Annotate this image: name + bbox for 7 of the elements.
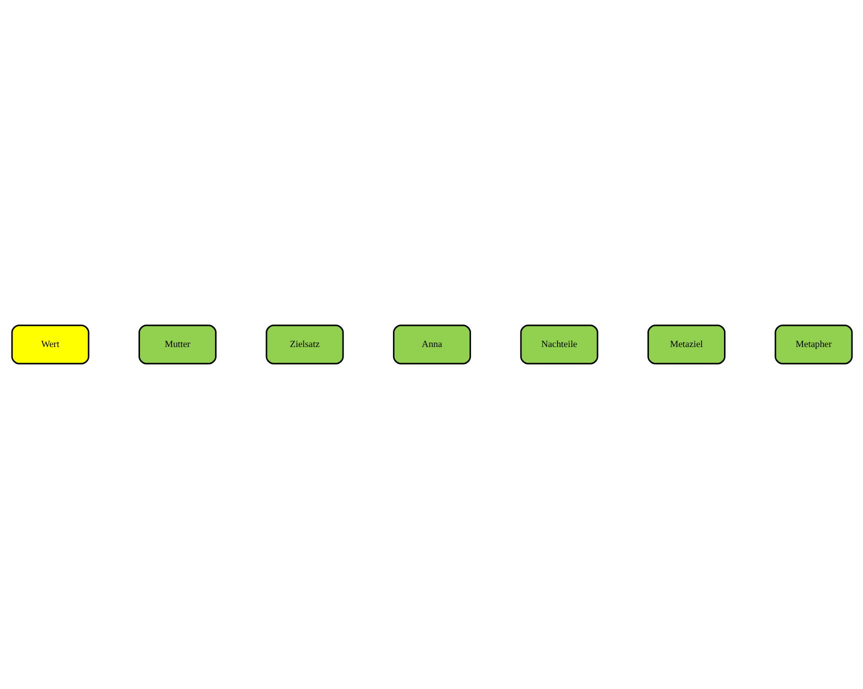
node-box: Metapher [774, 324, 852, 364]
node-box: Anna [392, 324, 471, 364]
node-box: Wert [10, 324, 89, 364]
node-box: Mutter [138, 324, 216, 364]
node-box: Zielsatz [265, 324, 344, 364]
node-box: Metaziel [646, 324, 725, 364]
node-box: Nachteile [520, 324, 598, 364]
